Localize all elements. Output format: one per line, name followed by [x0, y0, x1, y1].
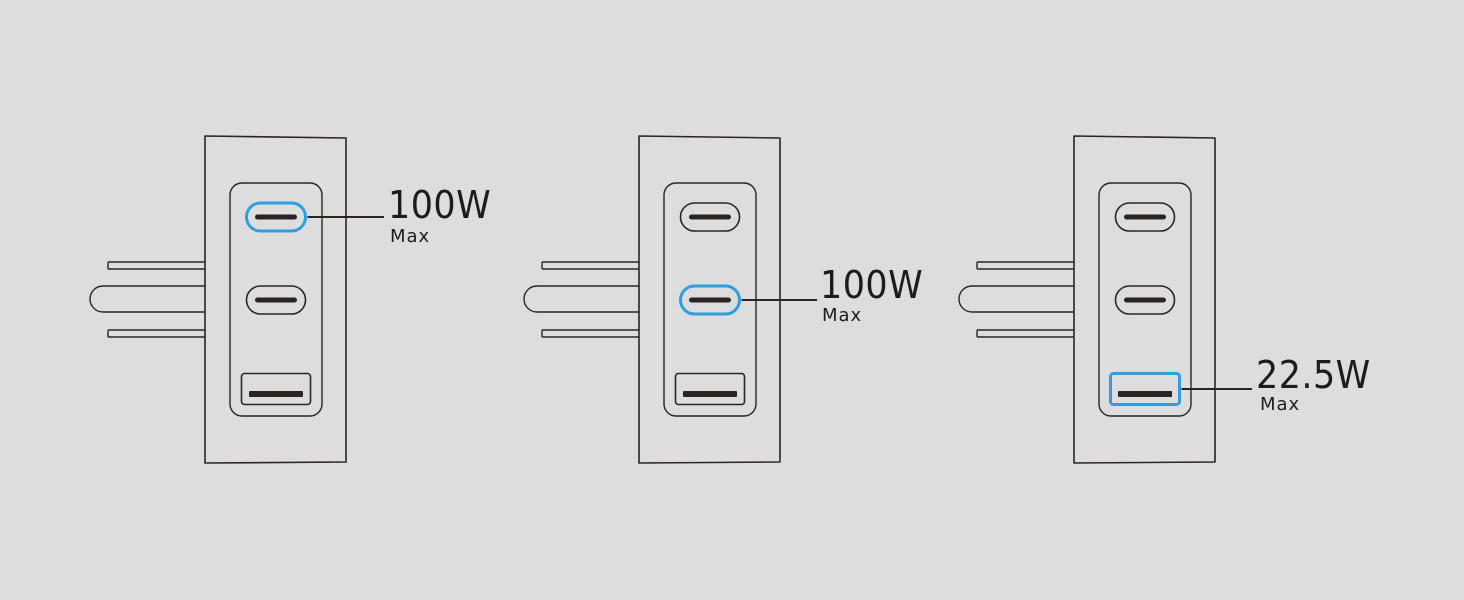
- usb-c-tongue: [1124, 297, 1166, 303]
- plug-prong-top: [976, 261, 1078, 270]
- usb-c-tongue: [255, 214, 297, 220]
- charger-3: [958, 135, 1252, 464]
- charger-1-max-label: Max: [390, 226, 431, 247]
- usb-a-tongue: [1118, 391, 1172, 397]
- plug-prong-top: [541, 261, 643, 270]
- usb-a-port: [674, 372, 746, 406]
- usb-c-tongue: [689, 297, 731, 303]
- plug-ground-pin: [89, 285, 207, 313]
- plug-prong-bottom: [107, 329, 209, 338]
- usb-a-port: [240, 372, 312, 406]
- charger-1-power-label: 100W: [388, 183, 492, 227]
- plug-ground-pin: [523, 285, 641, 313]
- charger-2-power-label: 100W: [820, 263, 924, 307]
- plug-prong-bottom: [976, 329, 1078, 338]
- charger-2: [523, 135, 817, 464]
- charger-1: [89, 135, 384, 464]
- plug-prong-bottom: [541, 329, 643, 338]
- usb-c-tongue: [1124, 214, 1166, 220]
- plug-prong-top: [107, 261, 209, 270]
- charger-3-max-label: Max: [1260, 394, 1301, 415]
- charger-2-max-label: Max: [822, 305, 863, 326]
- usb-c-tongue: [689, 214, 731, 220]
- charger-3-power-label: 22.5W: [1256, 353, 1371, 397]
- plug-ground-pin: [958, 285, 1076, 313]
- usb-a-tongue: [683, 391, 737, 397]
- usb-c-tongue: [255, 297, 297, 303]
- usb-a-tongue: [249, 391, 303, 397]
- usb-a-port-highlighted: [1109, 372, 1181, 406]
